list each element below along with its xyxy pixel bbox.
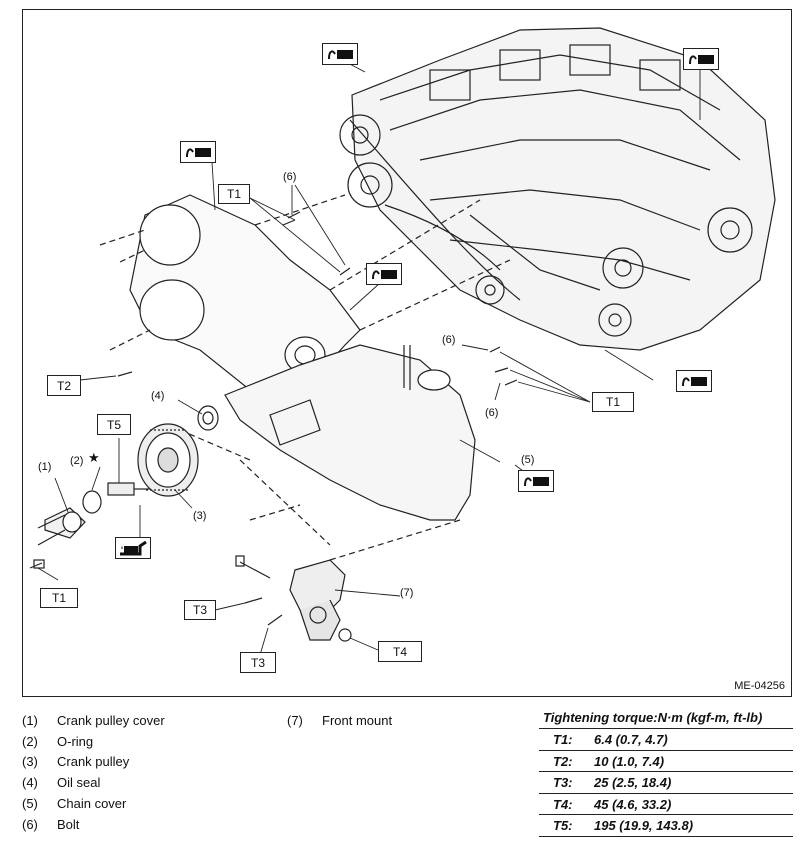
torque-row: T3: 25 (2.5, 18.4) <box>539 772 793 794</box>
grease-symbol-chain-cover <box>518 470 554 492</box>
torque-key: T5: <box>553 818 573 833</box>
engine-line-art <box>29 27 776 656</box>
diagram-frame <box>22 9 792 697</box>
torque-key: T4: <box>553 796 573 812</box>
callout-6-right-upper: (6) <box>442 334 456 346</box>
figure-id: ME-04256 <box>734 680 785 692</box>
legend-number: (3) <box>22 754 38 769</box>
front-mount <box>235 555 352 642</box>
torque-value: 195 (19.9, 143.8) <box>594 818 694 833</box>
torque-value: 10 (1.0, 7.4) <box>594 753 665 769</box>
torque-box-t2: T2 <box>47 375 81 396</box>
callout-6-top: (6) <box>283 171 297 183</box>
torque-row: T4: 45 (4.6, 33.2) <box>539 794 793 815</box>
legend-number: (6) <box>22 817 38 832</box>
torque-value: 45 (4.6, 33.2) <box>594 796 672 812</box>
torque-box-t3-bottom: T3 <box>240 652 276 673</box>
parts-legend-col2: (7) Front mount <box>287 713 487 733</box>
legend-number: (1) <box>22 713 38 728</box>
torque-row: T5: 195 (19.9, 143.8) <box>539 815 793 837</box>
legend-label: Front mount <box>322 713 393 728</box>
legend-number: (4) <box>22 775 38 790</box>
torque-table: Tightening torque:N·m (kgf-m, ft-lb) T1:… <box>539 710 793 837</box>
callout-4: (4) <box>151 390 165 402</box>
callout-5: (5) <box>521 454 535 466</box>
callout-3: (3) <box>193 510 207 522</box>
torque-table-heading: Tightening torque:N·m (kgf-m, ft-lb) <box>539 710 793 729</box>
grease-symbol-center <box>366 263 402 285</box>
legend-label: Chain cover <box>57 796 127 811</box>
torque-row: T1: 6.4 (0.7, 4.7) <box>539 729 793 751</box>
torque-box-t1-right: T1 <box>592 392 634 412</box>
leader-lines <box>37 59 701 656</box>
parts-legend: (1) Crank pulley cover (2) O-ring (3) Cr… <box>22 713 322 843</box>
torque-value: 6.4 (0.7, 4.7) <box>594 732 668 747</box>
torque-box-t1-top: T1 <box>218 184 250 204</box>
torque-key: T1: <box>553 732 573 747</box>
callout-2: (2) <box>70 455 84 467</box>
legend-label: Oil seal <box>57 775 101 790</box>
legend-label: Crank pulley cover <box>57 713 165 728</box>
torque-row: T2: 10 (1.0, 7.4) <box>539 751 793 772</box>
grease-symbol-top-left <box>322 43 358 65</box>
bolts <box>117 211 518 386</box>
torque-box-t3-left: T3 <box>184 600 216 620</box>
torque-value: 25 (2.5, 18.4) <box>594 775 672 790</box>
star-symbol: ★ <box>88 450 100 465</box>
engine-block <box>339 27 776 351</box>
callout-6-right-lower: (6) <box>485 407 499 419</box>
rear-chain-cover <box>99 194 511 396</box>
legend-number: (7) <box>287 713 303 728</box>
grease-symbol-rear-cover <box>180 141 216 163</box>
torque-box-t5: T5 <box>97 414 131 435</box>
legend-number: (5) <box>22 796 38 811</box>
legend-number: (2) <box>22 734 38 749</box>
torque-key: T3: <box>553 775 573 790</box>
crank-pulley <box>137 423 199 497</box>
torque-box-t4: T4 <box>378 641 422 662</box>
torque-key: T2: <box>553 753 573 769</box>
legend-label: Bolt <box>57 817 80 832</box>
grease-symbol-top-right <box>683 48 719 70</box>
oil-symbol-crank-bolt <box>115 537 151 559</box>
callout-1: (1) <box>38 461 52 473</box>
front-chain-cover <box>179 344 476 561</box>
legend-label: Crank pulley <box>57 754 130 769</box>
callout-7: (7) <box>400 587 414 599</box>
crank-pulley-cover-parts <box>29 482 150 569</box>
legend-label: O-ring <box>57 734 94 749</box>
oil-seal <box>197 405 219 431</box>
grease-symbol-right <box>676 370 712 392</box>
torque-box-t1-bottom: T1 <box>40 588 78 608</box>
